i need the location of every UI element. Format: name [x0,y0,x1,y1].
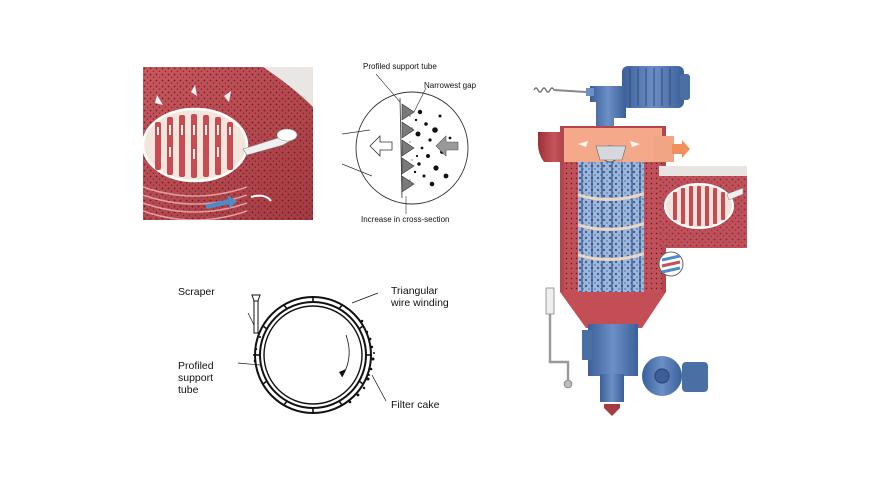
label-support-2: support [178,372,214,384]
label-support-1: Profiled [178,360,214,372]
cross-section-detail [340,72,480,222]
label-increase-cross-section: Increase in cross-section [361,215,450,224]
label-winding-2: wire winding [391,297,449,309]
label-filter-cake: Filter cake [391,399,440,411]
inset-closeup [659,166,747,248]
inset-detail-circle [657,250,685,278]
filter-closeup-illustration [143,67,313,220]
label-narrowest-gap: Narrowest gap [424,81,477,90]
label-profiled-support-tube: Profiled support tube [363,62,437,71]
filter-unit-cutaway [530,62,750,422]
label-winding-1: Triangular [391,285,438,297]
label-scraper: Scraper [178,286,215,298]
ring-diagram [238,285,388,425]
label-support-3: tube [178,384,199,396]
